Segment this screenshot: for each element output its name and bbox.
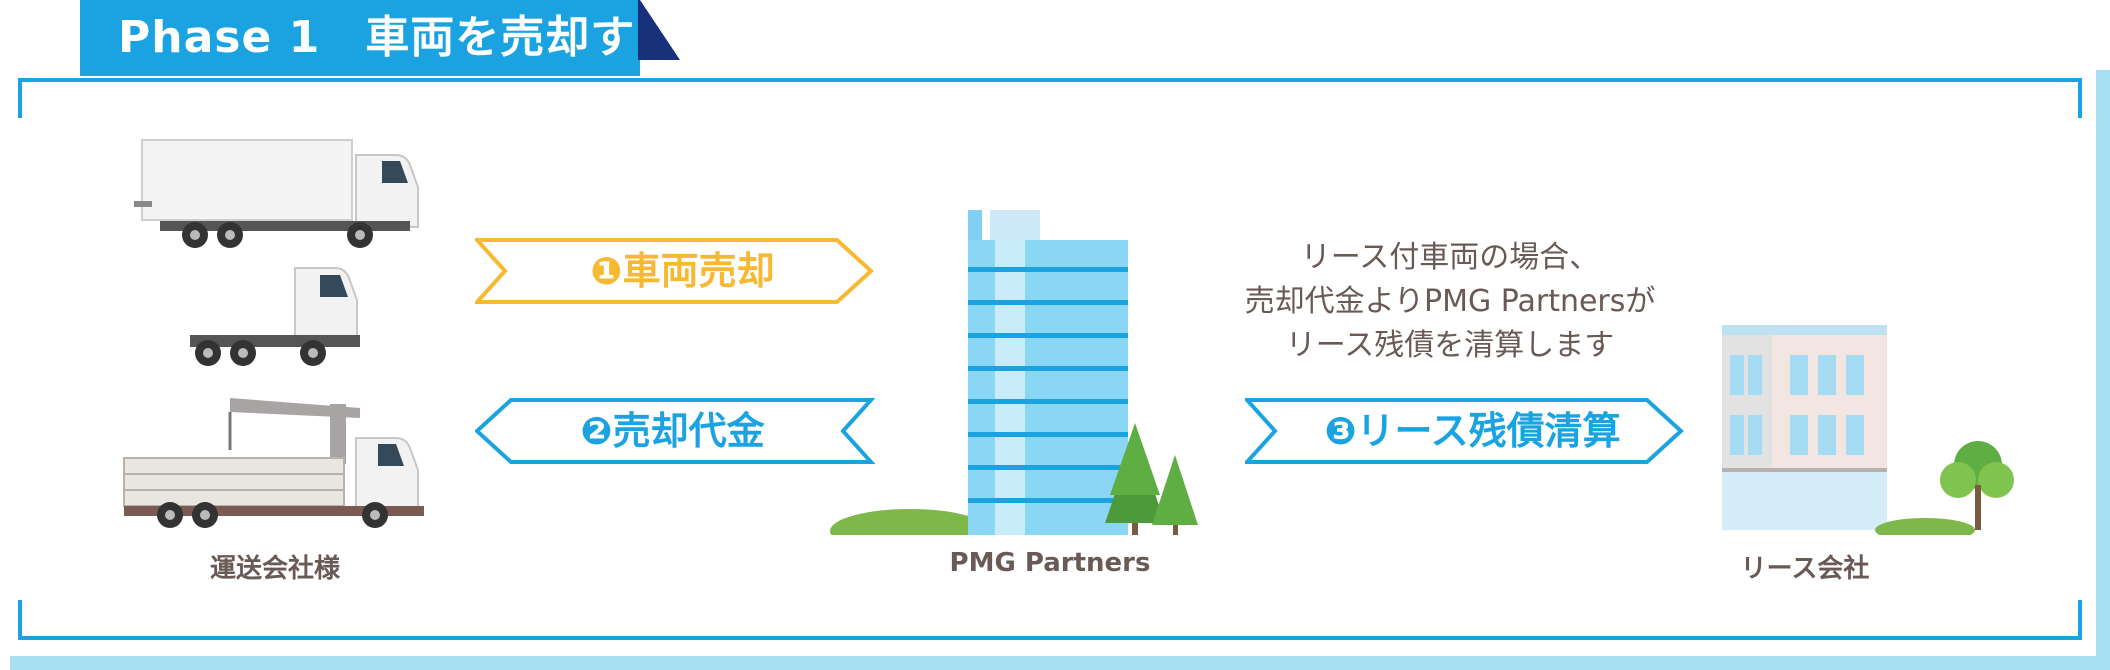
arrow-lease-settlement (1245, 398, 1684, 464)
arrow-sell-vehicle-label: ❶車両売却 (590, 249, 775, 293)
tractor-head-icon (190, 267, 360, 366)
phase-tab-corner (638, 0, 680, 60)
phase-title: Phase 1 車両を売却する (80, 0, 679, 76)
arrow-sale-proceeds (475, 398, 875, 464)
lease-note: リース付車両の場合、 売却代金よりPMG Partnersが リース残債を清算し… (1180, 236, 1720, 368)
lease-company-label: リース会社 (1740, 554, 1870, 584)
lease-note-line-1: リース付車両の場合、 (1300, 240, 1600, 275)
lease-company-building-icon (1722, 325, 2014, 535)
transport-company-label: 運送会社様 (209, 554, 340, 584)
office-building-icon (830, 210, 1198, 535)
crane-truck-icon (123, 398, 424, 528)
lease-note-line-3: リース残債を清算します (1285, 328, 1615, 363)
arrow-sale-proceeds-label: ❷売却代金 (580, 409, 765, 453)
arrow-lease-settlement-label: ❸リース残債清算 (1324, 409, 1621, 453)
arrow-sell-vehicle (475, 238, 874, 304)
box-truck-icon (134, 139, 419, 248)
lease-note-line-2: 売却代金よりPMG Partnersが (1244, 284, 1656, 319)
pmg-partners-label: PMG Partners (949, 548, 1151, 578)
